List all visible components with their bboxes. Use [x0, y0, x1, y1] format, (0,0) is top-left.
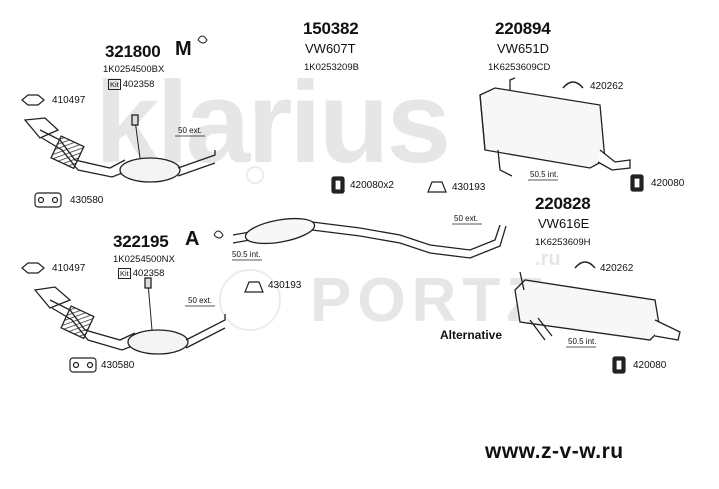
ext-label-1: 50 ext.	[178, 126, 203, 135]
part-ref-220894: 1K6253609CD	[488, 62, 551, 73]
part-model-220828: VW616E	[538, 216, 590, 231]
rear-silencer-top	[479, 77, 631, 177]
ext-label-3: 50 ext.	[454, 214, 479, 223]
fitting-410497-top[interactable]: 410497	[52, 95, 86, 106]
centre-silencer	[232, 217, 507, 259]
part-number-220894[interactable]: 220894	[495, 19, 551, 38]
part-ref-150382: 1K0253209B	[304, 62, 359, 73]
int-label-3: 50.5 int.	[568, 337, 597, 346]
kit-number: 402358	[132, 268, 165, 279]
m-shield-icon: M	[175, 38, 192, 60]
fitting-420080-bottom[interactable]: 420080	[633, 360, 667, 371]
fitting-410497-bottom[interactable]: 410497	[52, 263, 86, 274]
rubber-mount-icon	[331, 174, 644, 374]
part-ref-322195: 1K0254500NX	[113, 254, 175, 265]
fitting-430580-top[interactable]: 430580	[70, 195, 104, 206]
a-shield-icon: A	[185, 228, 200, 250]
flange-gasket-icon	[244, 181, 447, 293]
part-number-321800[interactable]: 321800	[105, 42, 161, 61]
ext-label-2: 50 ext.	[188, 296, 213, 305]
fitting-420262-top[interactable]: 420262	[590, 81, 624, 92]
sensor-icon	[197, 35, 224, 239]
part-model-220894: VW651D	[497, 41, 550, 56]
downpipe-bottom	[33, 277, 226, 355]
int-label-1: 50.5 int.	[232, 250, 261, 259]
alternative-label: Alternative	[440, 328, 503, 342]
site-watermark: PORTZ	[310, 266, 551, 335]
clamp-icon	[21, 94, 45, 274]
rear-silencer-bottom	[514, 271, 681, 341]
fitting-430580-bottom[interactable]: 430580	[101, 360, 135, 371]
gasket-icon	[34, 192, 97, 373]
kit-number: 402358	[122, 79, 155, 90]
part-number-322195[interactable]: 322195	[113, 232, 169, 251]
fitting-430193-bottom[interactable]: 430193	[268, 280, 302, 291]
watermark-rings	[219, 166, 281, 331]
tld-watermark: .ru	[535, 248, 561, 270]
part-number-220828[interactable]: 220828	[535, 194, 591, 213]
hanger-icon	[562, 81, 596, 269]
part-ref-321800: 1K0254500BX	[103, 64, 165, 75]
part-ref-220828: 1K6253609H	[535, 237, 591, 248]
fitting-420262-bottom[interactable]: 420262	[600, 263, 634, 274]
kit-badge: Kit	[108, 79, 121, 90]
dimension-lines	[175, 135, 596, 348]
fitting-430193-top[interactable]: 430193	[452, 182, 486, 193]
part-number-150382[interactable]: 150382	[303, 19, 359, 38]
fitting-420080-top[interactable]: 420080	[651, 178, 685, 189]
downpipe-top	[23, 114, 216, 183]
website-url[interactable]: www.z-v-w.ru	[485, 440, 624, 463]
fitting-420080x2[interactable]: 420080x2	[350, 180, 394, 191]
part-model-150382: VW607T	[305, 41, 356, 56]
int-label-2: 50.5 int.	[530, 170, 559, 179]
kit-badge: Kit	[118, 268, 131, 279]
